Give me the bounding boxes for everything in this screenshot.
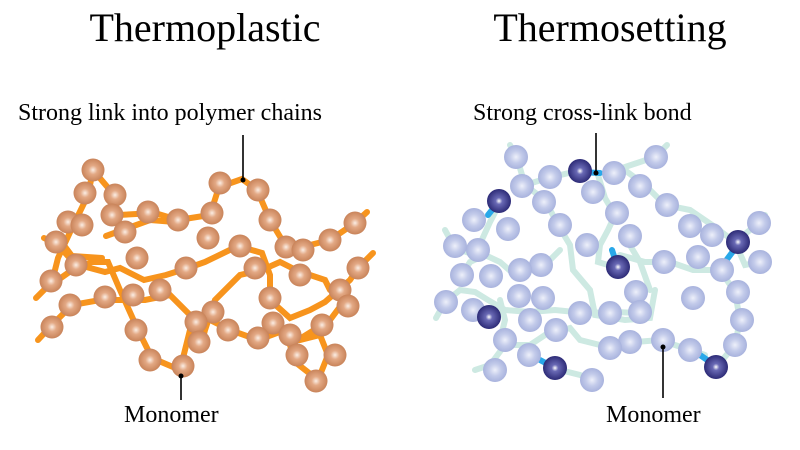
thermoplastic-title: Thermoplastic [89, 5, 321, 50]
crosslink-bond-label: Strong cross-link bond [473, 100, 692, 126]
leader-dots [178, 170, 666, 379]
leader-lines [180, 133, 664, 400]
thermosetting-title: Thermosetting [493, 5, 727, 50]
thermoplastic-monomer-label: Monomer [124, 402, 219, 428]
chain-bond [625, 239, 653, 293]
thermoplastic-link-label: Strong link into polymer chains [18, 100, 322, 126]
thermosetting-monomers [434, 145, 772, 392]
crosslink-atoms [477, 159, 750, 380]
thermosetting-monomer-label: Monomer [606, 402, 701, 428]
thermoplastic-monomers [39, 158, 370, 393]
chain-bond [594, 172, 621, 271]
